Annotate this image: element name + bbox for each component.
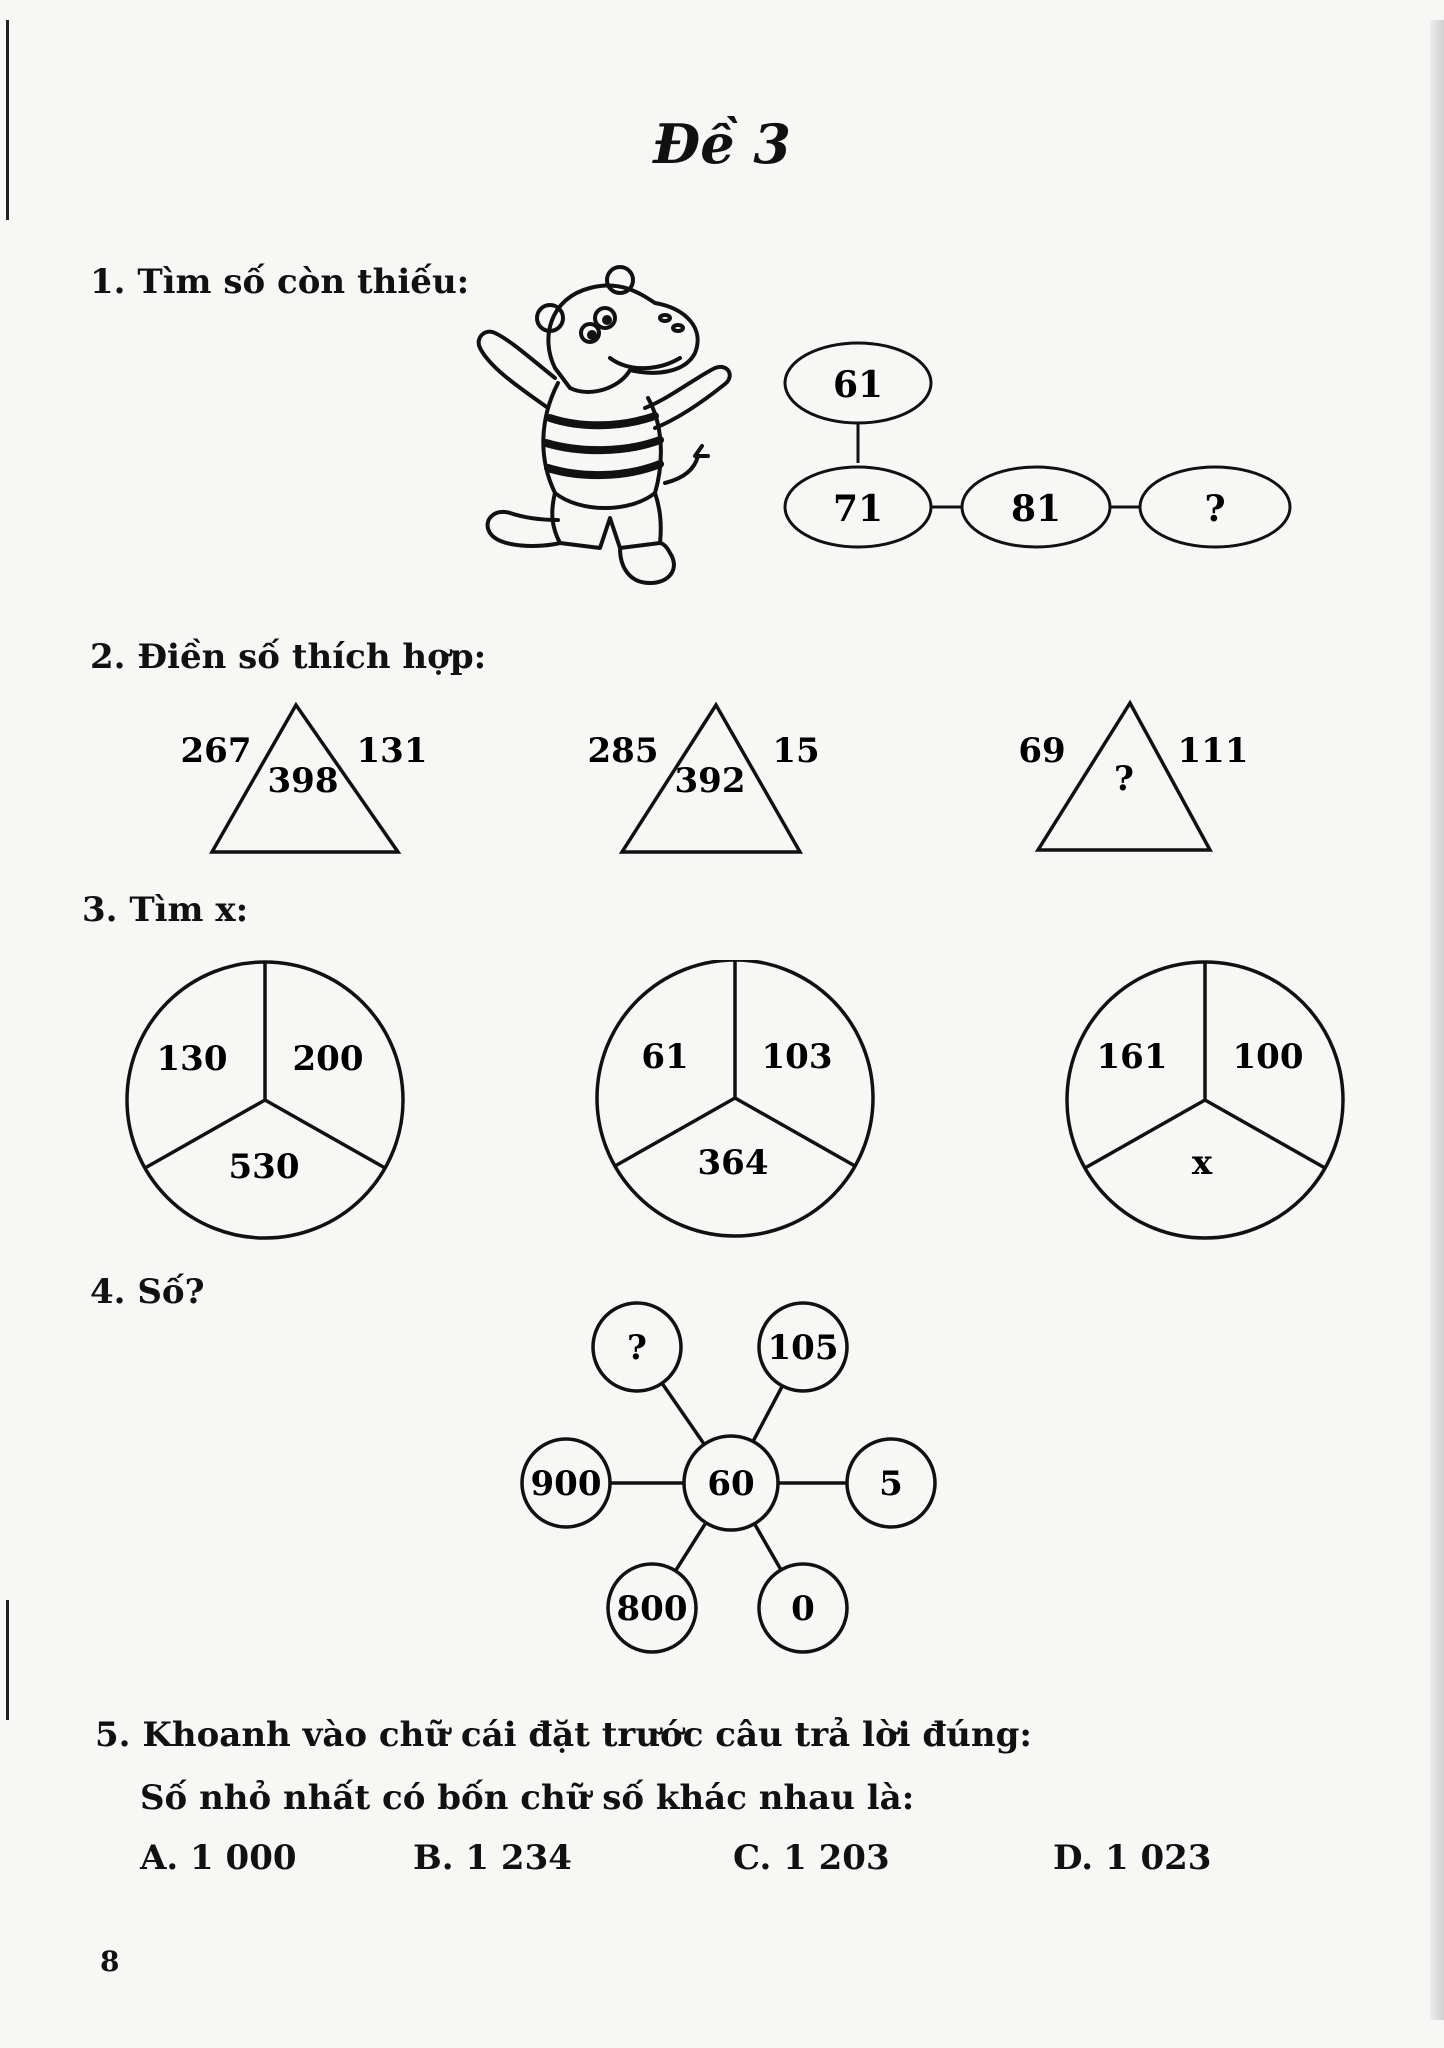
circle-3-right: 100 xyxy=(1233,1037,1304,1077)
question-5-prompt: Số nhỏ nhất có bốn chữ số khác nhau là: xyxy=(140,1778,915,1818)
option-b[interactable]: B. 1 234 xyxy=(413,1838,572,1878)
circle-1-left: 130 xyxy=(157,1039,228,1079)
star-node-3-shape xyxy=(520,1437,612,1529)
question-1-text: Tìm số còn thiếu: xyxy=(137,262,470,302)
triangle-1-shape xyxy=(208,701,402,854)
triangle-1-right: 131 xyxy=(357,731,428,771)
question-4-number: 4. xyxy=(90,1272,126,1312)
star-node-6: 0 xyxy=(791,1589,815,1629)
chain-node-3-shape xyxy=(1138,465,1292,549)
hippo-illustration-icon xyxy=(476,265,732,585)
option-a[interactable]: A. 1 000 xyxy=(140,1838,297,1878)
question-4-text: Số? xyxy=(137,1272,205,1312)
triangle-1-center: 398 xyxy=(268,761,339,801)
question-3-heading: 3. Tìm x: xyxy=(82,890,248,930)
star-node-2-shape xyxy=(757,1301,849,1393)
triangle-2-right: 15 xyxy=(772,731,819,771)
star-node-1-shape xyxy=(591,1301,683,1393)
star-center: 60 xyxy=(707,1464,754,1504)
star-node-5: 800 xyxy=(617,1589,688,1629)
chain-node-top-shape xyxy=(783,341,933,425)
scan-edge-right xyxy=(1430,20,1444,2020)
triangle-2-left: 285 xyxy=(588,731,659,771)
number-chain-diagram: 61 71 81 ? xyxy=(783,341,1292,549)
triangle-2-center: 392 xyxy=(675,761,746,801)
page-title: Đề 3 xyxy=(653,112,791,176)
question-5-heading: 5. Khoanh vào chữ cái đặt trước câu trả … xyxy=(95,1715,1032,1755)
chain-value-top: 61 xyxy=(833,364,883,406)
star-node-1: ? xyxy=(627,1328,647,1368)
triangle-3-right: 111 xyxy=(1178,731,1249,771)
question-1-number: 1. xyxy=(90,262,126,302)
option-c[interactable]: C. 1 203 xyxy=(733,1838,890,1878)
star-diagram: ? 105 900 5 800 0 60 xyxy=(520,1301,937,1654)
star-node-5-shape xyxy=(606,1562,698,1654)
option-d[interactable]: D. 1 023 xyxy=(1053,1838,1212,1878)
circle-puzzles: 130 200 530 61 103 364 161 100 x xyxy=(125,960,1345,1240)
chain-node-1-shape xyxy=(783,465,933,549)
circle-3-bottom: x xyxy=(1192,1143,1213,1183)
circle-1-bottom: 530 xyxy=(229,1147,300,1187)
triangle-3-shape xyxy=(1034,699,1213,852)
question-3-text: Tìm x: xyxy=(129,890,249,930)
triangle-3-center: ? xyxy=(1114,759,1134,799)
star-center-shape xyxy=(682,1434,780,1532)
triangle-2-shape xyxy=(618,701,804,854)
page-number: 8 xyxy=(100,1945,120,1978)
star-node-4-shape xyxy=(845,1437,937,1529)
star-node-6-shape xyxy=(757,1562,849,1654)
circle-2-bottom: 364 xyxy=(698,1143,769,1183)
chain-value-1: 71 xyxy=(833,488,883,530)
circle-1-right: 200 xyxy=(293,1039,364,1079)
circle-2-left: 61 xyxy=(641,1037,688,1077)
question-5-number: 5. xyxy=(95,1715,131,1755)
question-3-number: 3. xyxy=(82,890,118,930)
question-5-text: Khoanh vào chữ cái đặt trước câu trả lời… xyxy=(142,1715,1032,1755)
chain-value-unknown: ? xyxy=(1204,488,1225,530)
chain-node-2-shape xyxy=(960,465,1112,549)
triangle-1-left: 267 xyxy=(181,731,252,771)
triangle-3-left: 69 xyxy=(1018,731,1065,771)
circle-2-shape xyxy=(595,960,875,1238)
question-4-heading: 4. Số? xyxy=(90,1272,205,1312)
scan-edge-left-lower xyxy=(6,1600,9,1720)
scan-edge-left xyxy=(6,20,9,220)
triangle-puzzles: 267 131 398 285 15 392 69 111 ? xyxy=(181,699,1249,854)
chain-value-2: 81 xyxy=(1011,488,1061,530)
star-node-4: 5 xyxy=(879,1464,903,1504)
question-2-number: 2. xyxy=(90,637,126,677)
star-node-2: 105 xyxy=(768,1328,839,1368)
star-node-3: 900 xyxy=(531,1464,602,1504)
circle-2-right: 103 xyxy=(762,1037,833,1077)
question-1-heading: 1. Tìm số còn thiếu: xyxy=(90,262,469,302)
question-2-text: Điền số thích hợp: xyxy=(137,637,487,677)
circle-3-left: 161 xyxy=(1097,1037,1168,1077)
question-2-heading: 2. Điền số thích hợp: xyxy=(90,637,486,677)
